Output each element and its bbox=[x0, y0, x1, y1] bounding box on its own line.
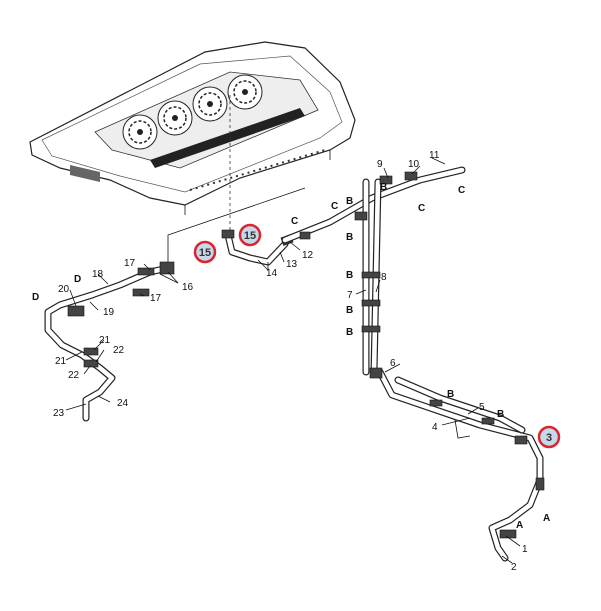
part-label-20: 20 bbox=[58, 284, 70, 295]
fan-icon bbox=[122, 114, 158, 150]
part-label-22a: 22 bbox=[113, 345, 125, 356]
fan-icon bbox=[227, 74, 263, 110]
letter-label-d: D bbox=[32, 292, 39, 303]
part-label-6: 6 bbox=[390, 358, 396, 369]
part-label-2: 2 bbox=[511, 562, 517, 573]
letter-label-b: B bbox=[346, 232, 353, 243]
part-label-16: 16 bbox=[182, 282, 194, 293]
part-label-24: 24 bbox=[117, 398, 129, 409]
callout-3-right[interactable]: 3 bbox=[537, 425, 561, 449]
svg-text:15: 15 bbox=[244, 230, 256, 242]
letter-label-a: A bbox=[543, 513, 550, 524]
letter-label-a: A bbox=[516, 520, 523, 531]
part-label-17b: 17 bbox=[150, 293, 162, 304]
part-label-12: 12 bbox=[302, 250, 314, 261]
part-label-1: 1 bbox=[522, 544, 528, 555]
letter-label-b: B bbox=[346, 327, 353, 338]
connection-letter-labels: A A B B B B B B B B C C C C D D bbox=[32, 182, 550, 531]
left-hose-assembly bbox=[44, 261, 175, 422]
part-label-19: 19 bbox=[103, 307, 115, 318]
letter-label-b: B bbox=[497, 409, 504, 420]
callout-15-top[interactable]: 15 bbox=[238, 223, 262, 247]
part-label-18: 18 bbox=[92, 269, 104, 280]
fan-icon bbox=[157, 100, 193, 136]
part-label-13: 13 bbox=[286, 259, 298, 270]
svg-text:15: 15 bbox=[199, 247, 211, 259]
letter-label-c: C bbox=[291, 216, 298, 227]
leader-lines bbox=[65, 157, 521, 564]
fan-icon bbox=[192, 86, 228, 122]
letter-label-b: B bbox=[346, 270, 353, 281]
part-label-21b: 21 bbox=[55, 356, 67, 367]
part-label-10: 10 bbox=[408, 159, 420, 170]
letter-label-c: C bbox=[458, 185, 465, 196]
part-label-14: 14 bbox=[266, 268, 278, 279]
svg-text:3: 3 bbox=[546, 432, 552, 444]
part-label-22b: 22 bbox=[68, 370, 80, 381]
callout-15-left[interactable]: 15 bbox=[193, 240, 217, 264]
part-label-11: 11 bbox=[429, 150, 440, 161]
letter-label-b: B bbox=[346, 196, 353, 207]
part-label-21a: 21 bbox=[99, 335, 111, 346]
part-label-17a: 17 bbox=[124, 258, 136, 269]
part-label-5: 5 bbox=[479, 402, 485, 413]
part-label-23: 23 bbox=[53, 408, 65, 419]
letter-label-c: C bbox=[331, 201, 338, 212]
part-label-9: 9 bbox=[377, 159, 383, 170]
letter-label-b: B bbox=[346, 305, 353, 316]
part-number-labels: 1 2 4 5 6 7 8 9 10 11 12 13 14 16 17 17 … bbox=[53, 150, 528, 573]
letter-label-b: B bbox=[380, 182, 387, 193]
part-label-8: 8 bbox=[381, 272, 387, 283]
part-label-7: 7 bbox=[347, 290, 353, 301]
ac-roof-unit bbox=[29, 41, 356, 265]
right-hose-assembly bbox=[281, 166, 545, 562]
part-label-4: 4 bbox=[432, 422, 438, 433]
letter-label-c: C bbox=[418, 203, 425, 214]
letter-label-d: D bbox=[74, 274, 81, 285]
letter-label-b: B bbox=[447, 389, 454, 400]
